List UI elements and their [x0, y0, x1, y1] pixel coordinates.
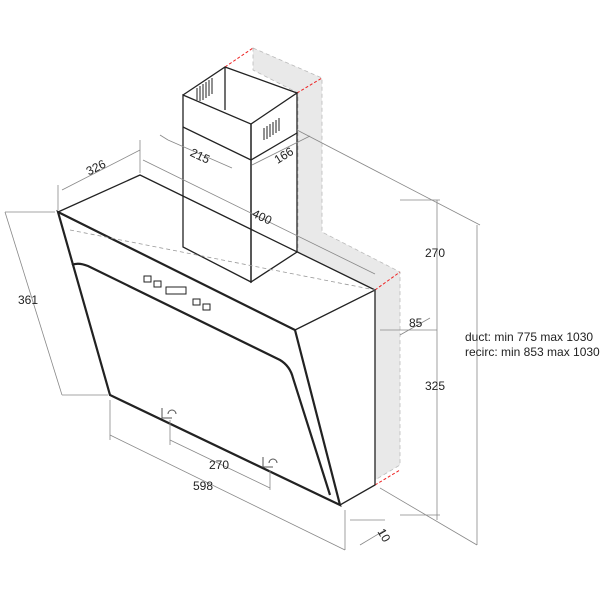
dim-hood-depth: 326	[84, 157, 108, 179]
note-duct: duct: min 775 max 1030	[465, 330, 593, 344]
red-marker	[374, 271, 401, 291]
dim-chimney-height: 270	[425, 246, 445, 260]
chimney	[182, 66, 298, 284]
control-buttons-icon	[143, 275, 211, 311]
dim-glass-height: 361	[18, 293, 38, 307]
dim-chimney-offset: 400	[250, 206, 274, 227]
dim-hood-width: 598	[193, 479, 213, 493]
dim-bracket-spacing: 270	[209, 458, 229, 472]
bracket-icon	[161, 408, 278, 468]
dim-wall-gap: 85	[409, 316, 423, 330]
dim-chimney-width: 215	[188, 145, 212, 166]
vent-slots-icon	[196, 78, 280, 140]
hood-body	[56, 174, 376, 508]
dim-glass-offset: 10	[375, 526, 394, 545]
red-marker	[224, 47, 254, 68]
wall-outline	[252, 47, 401, 481]
dimension-lines	[4, 129, 481, 551]
dim-chimney-depth: 166	[272, 144, 297, 167]
note-recirc: recirc: min 853 max 1030	[465, 345, 600, 359]
dim-hood-height: 325	[425, 379, 445, 393]
